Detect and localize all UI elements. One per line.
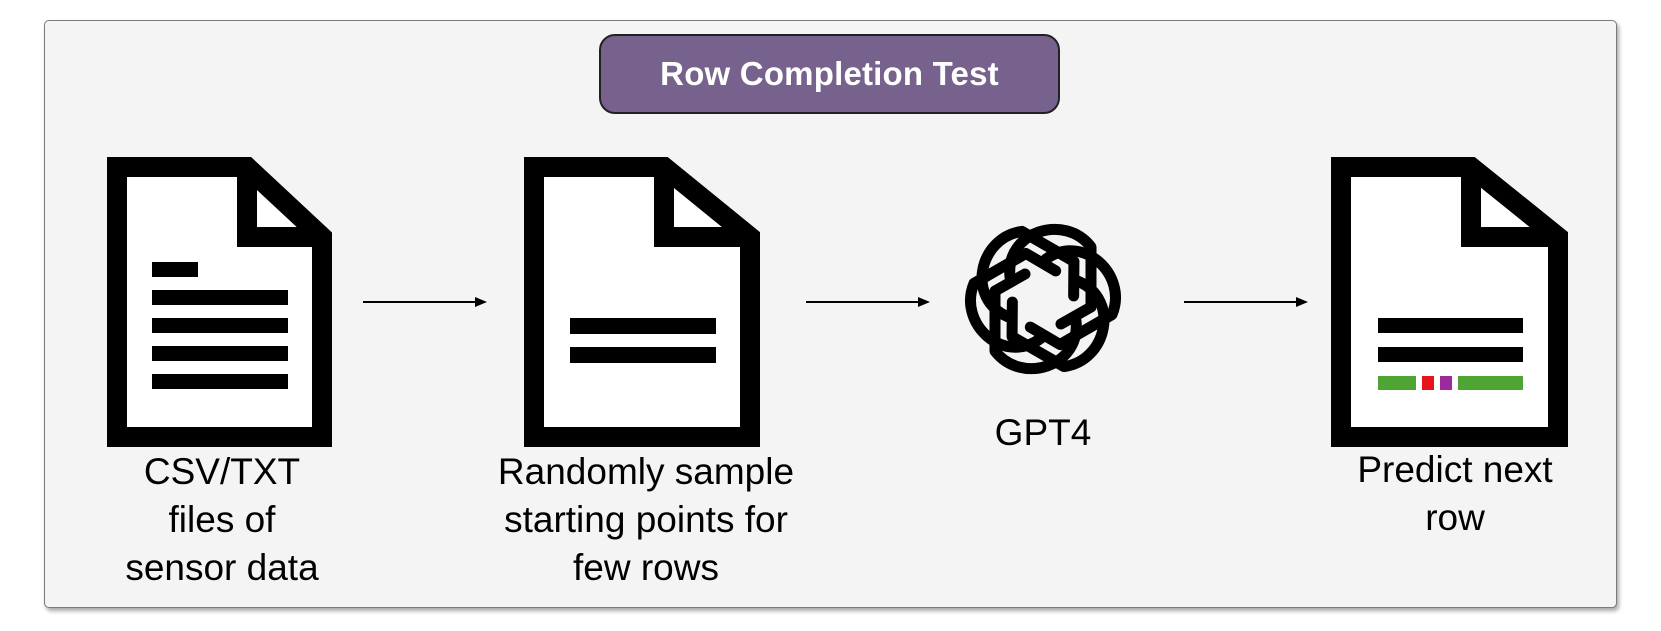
step-caption: Randomly sample starting points for few …: [497, 451, 795, 588]
document-icon: [524, 157, 760, 447]
arrow-right: [1184, 297, 1308, 307]
arrow-right: [363, 297, 487, 307]
diagram-title: Row Completion Test: [660, 55, 999, 92]
title-banner: Row Completion Test: [599, 34, 1060, 114]
predicted-cell-wrong: [1422, 376, 1434, 390]
arrow-right: [806, 297, 930, 307]
openai-logo-icon: [965, 223, 1121, 375]
step-caption: GPT4: [994, 412, 1092, 453]
document-icon: [107, 157, 332, 447]
predicted-cell-uncertain: [1440, 376, 1452, 390]
predicted-cell-correct: [1458, 376, 1523, 390]
document-icon: [1331, 157, 1568, 447]
predicted-cell-correct: [1378, 376, 1416, 390]
step-caption: CSV/TXT files of sensor data: [125, 451, 319, 588]
step-caption: Predict next row: [1357, 449, 1553, 538]
